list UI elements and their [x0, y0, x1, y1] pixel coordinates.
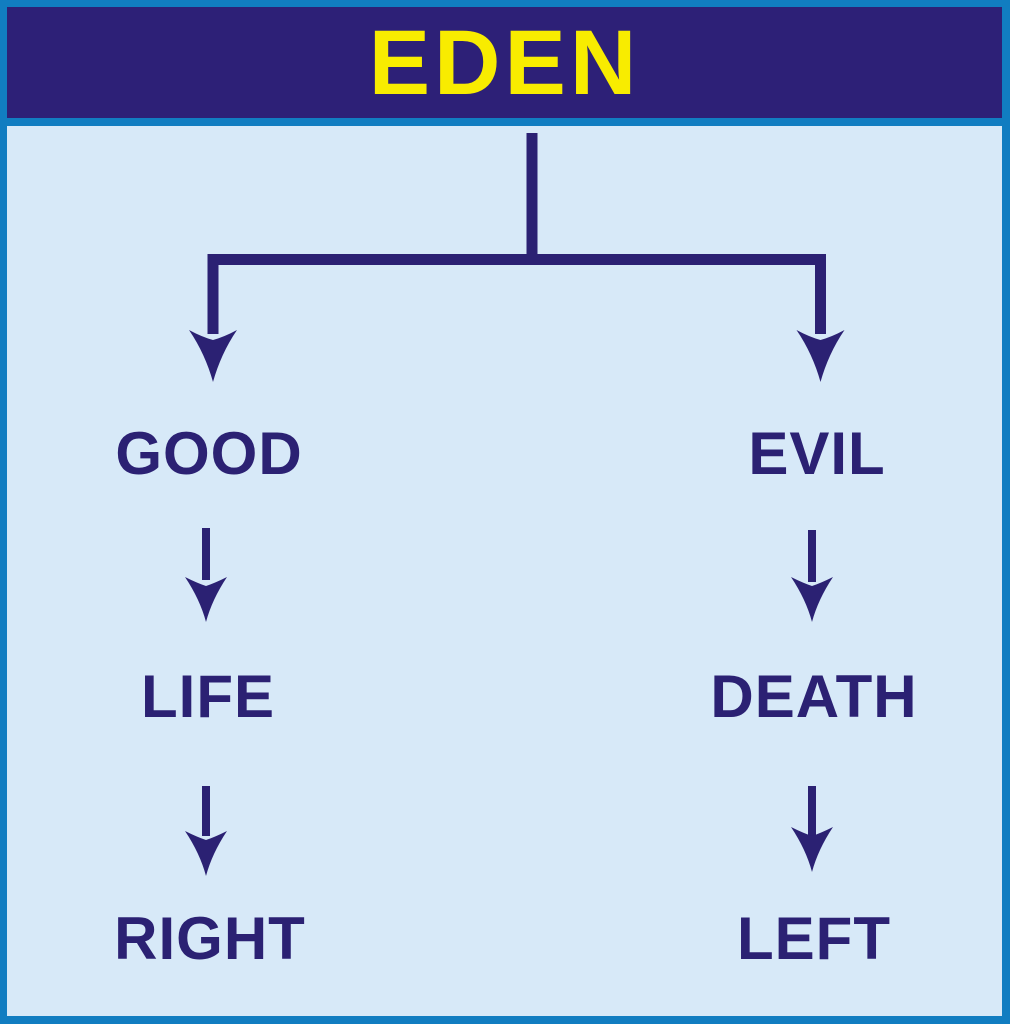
death-to-left-arrow-shaft — [808, 786, 816, 836]
node-life: LIFE — [141, 663, 275, 730]
node-death: DEATH — [710, 663, 918, 730]
left-branch-down-arrow-icon — [189, 330, 237, 382]
right-branch-line — [815, 254, 826, 334]
evil-to-death-arrow-shaft — [808, 530, 816, 582]
life-to-right-down-arrow-icon — [185, 831, 227, 876]
evil-to-death-down-arrow-icon — [791, 577, 833, 622]
node-left: LEFT — [737, 905, 891, 972]
life-to-right-arrow-shaft — [202, 786, 210, 836]
title-banner: EDEN — [7, 7, 1002, 126]
good-to-life-down-arrow-icon — [185, 577, 227, 622]
left-branch-line — [207, 254, 219, 334]
branch-bar — [207, 254, 826, 265]
node-evil: EVIL — [748, 420, 886, 487]
right-branch-down-arrow-icon — [796, 330, 845, 382]
node-good: GOOD — [115, 420, 303, 487]
page-title: EDEN — [368, 11, 641, 114]
node-right: RIGHT — [114, 905, 306, 972]
trunk-line — [526, 133, 538, 260]
good-to-life-arrow-shaft — [202, 528, 210, 580]
